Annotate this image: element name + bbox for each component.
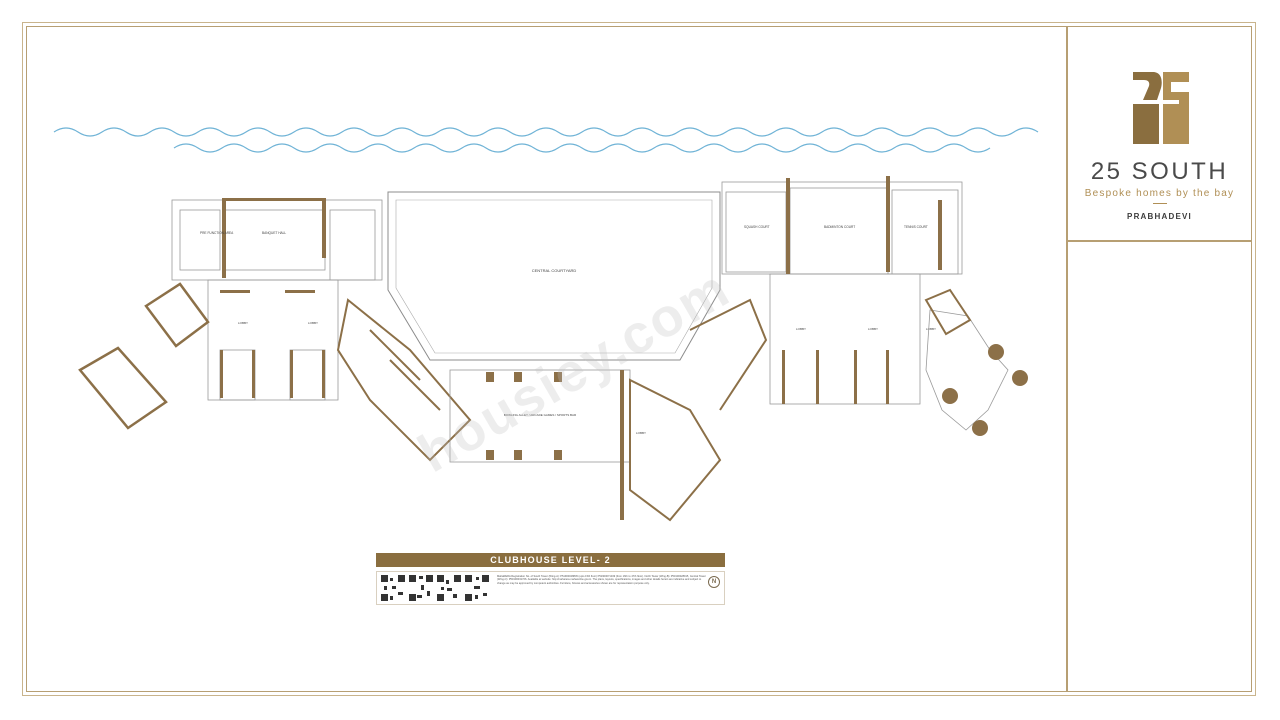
floor-plan: CENTRAL COURTYARD PRE FUNCTION AREA BANQ… — [53, 127, 1039, 522]
tennis-label: TENNIS COURT — [904, 225, 928, 229]
sidebar-horizontal-divider — [1066, 240, 1252, 242]
brand-name: 25 SOUTH — [1090, 158, 1229, 185]
brand-panel: 25 SOUTH Bespoke homes by the bay PRABHA… — [1067, 26, 1252, 240]
outer-frame — [22, 22, 1256, 696]
badminton-label: BADMINTON COURT — [824, 225, 855, 229]
lobby-label-4: LOBBY — [796, 327, 806, 331]
plan-title: CLUBHOUSE LEVEL- 2 — [376, 553, 725, 567]
right-pavilion — [924, 288, 1028, 436]
left-diagonal-wing — [336, 298, 472, 462]
bowling-label: BOWLING ALLEY / ARCADE GAMES / SPORTS BA… — [504, 413, 577, 417]
sidebar-divider — [1066, 26, 1068, 692]
qr-code-icon — [436, 574, 462, 602]
wave-line-2 — [173, 143, 991, 153]
sea-waves — [53, 127, 1039, 153]
central-courtyard: CENTRAL COURTYARD — [387, 191, 721, 361]
brand-divider — [1153, 203, 1167, 204]
qr-code-icon — [408, 574, 434, 602]
lobby-label-1: LOBBY — [238, 321, 248, 325]
pre-function-label: PRE FUNCTION AREA — [200, 231, 234, 235]
qr-code-icon — [464, 574, 490, 602]
left-angled-block — [78, 282, 210, 430]
inner-frame — [26, 26, 1252, 692]
bowling-block: BOWLING ALLEY / ARCADE GAMES / SPORTS BA… — [449, 369, 631, 520]
lobby-label-6: LOBBY — [926, 327, 936, 331]
lobby-label-5: LOBBY — [868, 327, 878, 331]
disclaimer-text: MahaRERA Registration No. of South Tower… — [497, 575, 706, 585]
brand-logo-icon — [1133, 72, 1189, 144]
wave-line-1 — [53, 127, 1039, 137]
left-wing-walls — [220, 198, 326, 398]
brand-tagline: Bespoke homes by the bay — [1084, 188, 1235, 199]
courtyard-label: CENTRAL COURTYARD — [532, 268, 577, 273]
squash-label: SQUASH COURT — [744, 225, 770, 229]
lobby-label-2: LOBBY — [308, 321, 318, 325]
right-wing — [721, 181, 963, 405]
qr-code-icon — [380, 574, 406, 602]
info-box: MahaRERA Registration No. of South Tower… — [376, 571, 725, 605]
lobby-label-3: LOBBY — [636, 431, 646, 435]
right-diagonal-wing — [629, 298, 768, 522]
brand-location: PRABHADEVI — [1127, 212, 1192, 221]
right-wing-walls — [782, 176, 942, 404]
banquet-label: BANQUET HALL — [262, 231, 286, 235]
north-arrow-icon: N — [708, 576, 720, 588]
